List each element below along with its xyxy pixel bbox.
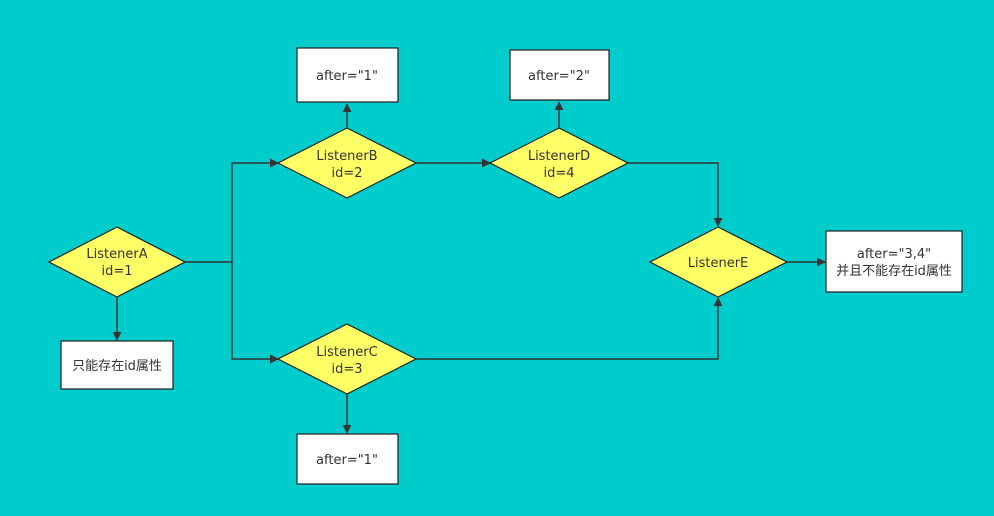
note-listener-a: 只能存在id属性 — [60, 340, 174, 390]
decision-listener-c: ListenerC id=3 — [276, 323, 418, 395]
decision-listener-b-id: id=2 — [331, 166, 362, 181]
note-listener-a-text: 只能存在id属性 — [72, 359, 162, 374]
edge-a-to-c — [231, 262, 279, 364]
decision-listener-e: ListenerE — [648, 226, 789, 298]
decision-listener-d: ListenerD id=4 — [488, 127, 630, 199]
edge-c-to-e — [416, 297, 723, 360]
decision-listener-c-name: ListenerC — [316, 345, 377, 360]
note-listener-d-text: after="2" — [528, 69, 590, 84]
decision-listener-b-name: ListenerB — [316, 149, 377, 164]
edge-d-to-e — [628, 162, 723, 227]
decision-listener-a-name: ListenerA — [86, 247, 147, 262]
decision-listener-d-name: ListenerD — [528, 149, 590, 164]
decision-listener-e-name: ListenerE — [688, 256, 749, 271]
note-listener-e-constraint: 并且不能存在id属性 — [836, 264, 952, 279]
note-listener-b: after="1" — [296, 47, 399, 103]
decision-listener-a-id: id=1 — [101, 264, 132, 279]
decision-listener-c-id: id=3 — [331, 362, 362, 377]
note-listener-b-text: after="1" — [316, 69, 378, 84]
decision-listener-b: ListenerB id=2 — [276, 127, 418, 199]
decision-listener-a: ListenerA id=1 — [47, 226, 187, 298]
decision-listener-d-id: id=4 — [543, 166, 574, 181]
note-listener-d: after="2" — [509, 49, 610, 101]
note-listener-e-after: after="3,4" — [857, 247, 931, 262]
note-listener-e: after="3,4" 并且不能存在id属性 — [825, 230, 963, 293]
edge-a-to-b — [185, 158, 279, 263]
note-listener-c-text: after="1" — [316, 453, 378, 468]
note-listener-c: after="1" — [296, 433, 399, 485]
